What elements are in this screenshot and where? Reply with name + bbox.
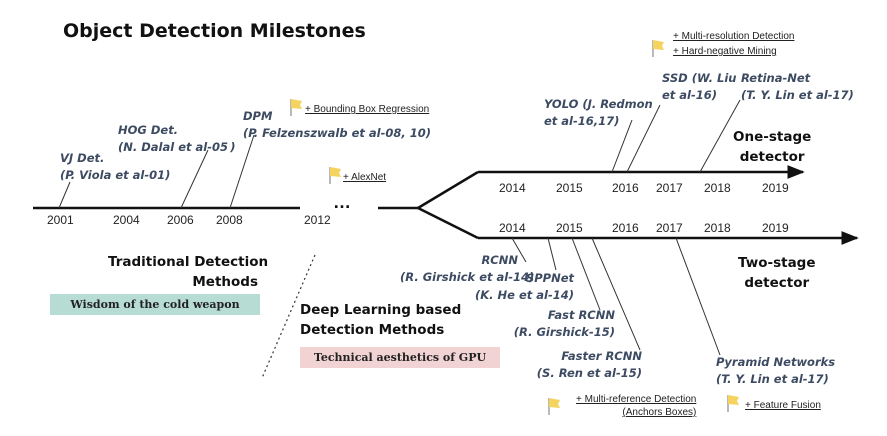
milestone-faster-rcnn: Faster RCNN (S. Ren et al-15) [536,349,642,380]
year-label: 2001 [47,213,74,227]
milestone-fpn: Pyramid Networks (T. Y. Lin et al-17) [716,355,836,386]
leader-sppnet [547,237,557,271]
milestone-yolo: YOLO (J. Redmon et al-16,17) [544,97,653,128]
milestone-vj: VJ Det. (P. Viola et al-01) [60,151,171,182]
leader-fpn [675,237,721,356]
milestone-dpm: DPM (P. Felzenszwalb et al-08, 10) [243,109,431,140]
two-stage-year: 2019 [762,221,789,235]
flag-icon [727,395,739,412]
milestone-fast-rcnn: Fast RCNN (R. Girshick-15) [513,308,615,339]
one-stage-year: 2018 [704,181,731,195]
year-label: 2004 [113,213,140,227]
two-stage-year: 2014 [499,221,526,235]
leader-faster-rcnn [591,237,641,351]
traditional-badge: Wisdom of the cold weapon [50,294,260,315]
leader-dpm [229,134,255,209]
section-separator [261,254,316,379]
note-fusion: + Feature Fusion [745,400,821,411]
note-multiref: + Multi-reference Detection (Anchors Box… [576,394,697,418]
branch-up [417,170,479,210]
milestone-rcnn: RCNN (R. Girshick et al-14) [400,253,535,284]
leader-rcnn [511,237,527,263]
two-stage-year: 2016 [612,221,639,235]
flag-icon [290,99,302,116]
two-stage-label: Two-stage detector [738,255,816,291]
two-stage-year: 2018 [704,221,731,235]
year-label: 2012 [304,213,331,227]
one-stage-label: One-stage detector [733,129,812,165]
leader-retina [699,99,741,173]
flag-icon [329,167,341,184]
flag-icon [652,40,664,57]
page-title: Object Detection Milestones [63,20,366,42]
year-label: 2008 [216,213,243,227]
traditional-heading: Traditional Detection Methods [108,254,269,290]
deep-learning-badge: Technical aesthetics of GPU [300,347,500,368]
milestone-sppnet: SPPNet (K. He et al-14) [474,271,574,302]
note-bounding-box: + Bounding Box Regression [305,104,430,115]
milestone-ssd: SSD (W. Liu et al-16) [662,71,737,102]
one-stage-year: 2014 [499,181,526,195]
leader-fast-rcnn [571,237,601,311]
leader-hog [180,149,209,209]
leader-vj [58,181,71,209]
one-stage-year: 2019 [762,181,789,195]
two-stage-year: 2017 [656,221,683,235]
leader-yolo [611,119,633,173]
note-hardneg: + Hard-negative Mining [673,46,777,57]
year-label: 2006 [167,213,194,227]
branch-down [417,206,479,240]
milestone-hog: HOG Det. (N. Dalal et al-05 ) [118,123,236,154]
one-stage-year: 2015 [556,181,583,195]
one-stage-year: 2017 [656,181,683,195]
two-stage-year: 2015 [556,221,583,235]
timeline-ellipsis: … [333,192,352,212]
leader-ssd [626,104,661,173]
flag-icon [548,398,560,415]
milestone-retina: Retina-Net (T. Y. Lin et al-17) [741,71,854,102]
note-alexnet: + AlexNet [343,172,387,183]
one-stage-year: 2016 [612,181,639,195]
deep-learning-heading: Deep Learning based Detection Methods [300,302,462,338]
note-multires: + Multi-resolution Detection [673,31,795,42]
